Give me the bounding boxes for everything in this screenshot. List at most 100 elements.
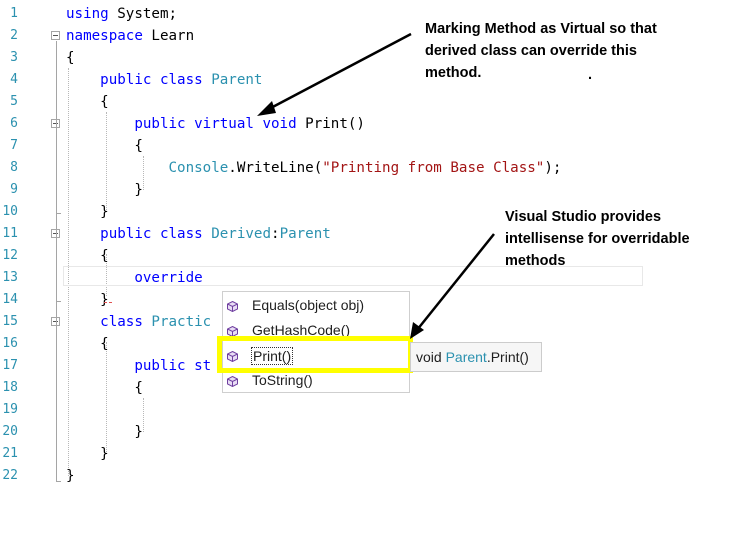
completion-item[interactable]: GetHashCode() — [223, 319, 409, 341]
code-line[interactable]: class Practic — [66, 311, 211, 333]
code-line[interactable]: { — [66, 135, 143, 157]
tooltip-prefix: void — [416, 349, 446, 365]
code-token: override — [66, 270, 203, 286]
code-token: class — [66, 314, 152, 330]
line-number: 11 — [2, 226, 18, 241]
completion-item-label: Print() — [251, 347, 294, 365]
code-line[interactable]: using System; — [66, 3, 177, 25]
code-line[interactable]: { — [66, 245, 109, 267]
code-line[interactable]: { — [66, 91, 109, 113]
line-number: 17 — [2, 358, 18, 373]
code-token: { — [66, 336, 109, 352]
code-line[interactable]: Console.WriteLine("Printing from Base Cl… — [66, 157, 561, 179]
line-number: 20 — [2, 424, 18, 439]
tooltip-suffix: .Print() — [486, 349, 529, 365]
fold-line — [56, 41, 57, 482]
completion-item-label: GetHashCode() — [252, 322, 351, 338]
annotation-dot: . — [588, 67, 593, 83]
code-token: namespace — [66, 28, 152, 44]
line-number: 22 — [2, 468, 18, 483]
annotation-intellisense-note: Visual Studio provides intellisense for … — [505, 209, 690, 269]
code-line[interactable]: } — [66, 201, 109, 223]
code-line[interactable]: namespace Learn — [66, 25, 194, 47]
code-token: { — [66, 94, 109, 110]
code-token: } — [66, 446, 109, 462]
collapse-namespace-icon[interactable] — [51, 31, 60, 40]
code-line[interactable]: public st — [66, 355, 211, 377]
line-number: 3 — [10, 50, 18, 65]
code-line[interactable]: } — [66, 289, 109, 311]
line-number: 13 — [2, 270, 18, 285]
line-number: 4 — [10, 72, 18, 87]
error-squiggle — [104, 299, 112, 303]
code-line[interactable]: } — [66, 465, 75, 487]
code-token: "Printing from Base Class" — [322, 160, 545, 176]
code-token: .WriteLine( — [228, 160, 323, 176]
indent-guide — [68, 68, 69, 476]
code-line[interactable]: public class Derived:Parent — [66, 223, 331, 245]
completion-item[interactable]: Equals(object obj) — [223, 294, 409, 316]
code-token: public class — [66, 72, 212, 88]
code-token: { — [66, 380, 143, 396]
code-token: using — [66, 6, 118, 22]
code-token: Learn — [151, 28, 195, 44]
arrow-to-print — [416, 233, 495, 331]
arrow-head-icon — [257, 101, 276, 116]
code-line[interactable]: } — [66, 179, 143, 201]
code-token: ); — [544, 160, 562, 176]
line-number: 5 — [10, 94, 18, 109]
line-number: 15 — [2, 314, 18, 329]
intellisense-popup[interactable]: Equals(object obj) GetHashCode() Print() To… — [222, 291, 410, 393]
annotation-virtual-note: Marking Method as Virtual so that derive… — [425, 21, 657, 81]
code-line[interactable]: public class Parent — [66, 69, 262, 91]
line-number: 2 — [10, 28, 18, 43]
code-token: } — [66, 182, 143, 198]
line-number: 7 — [10, 138, 18, 153]
code-token: public class — [66, 226, 212, 242]
line-number: 19 — [2, 402, 18, 417]
code-token: Derived — [211, 226, 272, 242]
code-token: } — [66, 204, 109, 220]
line-number: 10 — [2, 204, 18, 219]
code-token: Console — [66, 160, 229, 176]
code-token: System; — [117, 6, 178, 22]
line-number: 8 — [10, 160, 18, 175]
method-icon — [227, 374, 238, 388]
code-token: { — [66, 138, 143, 154]
fold-end — [56, 301, 61, 302]
code-line[interactable]: override — [66, 267, 203, 289]
completion-item[interactable]: ToString() — [223, 369, 409, 391]
code-line[interactable]: } — [66, 443, 109, 465]
indent-guide — [106, 342, 107, 454]
code-line[interactable]: { — [66, 377, 143, 399]
arrow-to-virtual — [266, 32, 412, 112]
code-line[interactable]: } — [66, 421, 143, 443]
completion-item[interactable]: Print() — [223, 344, 409, 366]
code-line[interactable]: public virtual void Print() — [66, 113, 365, 135]
line-number: 6 — [10, 116, 18, 131]
code-line[interactable]: { — [66, 333, 109, 355]
line-number: 1 — [10, 6, 18, 21]
indent-guide — [106, 112, 107, 212]
collapse-practice-class-icon[interactable] — [51, 317, 60, 326]
line-number: 14 — [2, 292, 18, 307]
indent-guide — [106, 254, 107, 296]
tooltip-type: Parent — [445, 349, 487, 365]
line-number: 12 — [2, 248, 18, 263]
code-line[interactable]: { — [66, 47, 75, 69]
code-token: Print() — [305, 116, 365, 132]
code-token: Parent — [279, 226, 331, 242]
code-token: } — [66, 468, 75, 484]
fold-end — [56, 481, 61, 482]
code-token: public virtual void — [66, 116, 306, 132]
code-token: { — [66, 50, 75, 66]
line-number: 18 — [2, 380, 18, 395]
code-token: Parent — [211, 72, 263, 88]
collapse-derived-class-icon[interactable] — [51, 229, 60, 238]
completion-item-label: ToString() — [252, 372, 313, 388]
indent-guide — [143, 398, 144, 432]
code-token: { — [66, 248, 109, 264]
collapse-print-method-icon[interactable] — [51, 119, 60, 128]
arrow-head-icon — [410, 322, 424, 339]
